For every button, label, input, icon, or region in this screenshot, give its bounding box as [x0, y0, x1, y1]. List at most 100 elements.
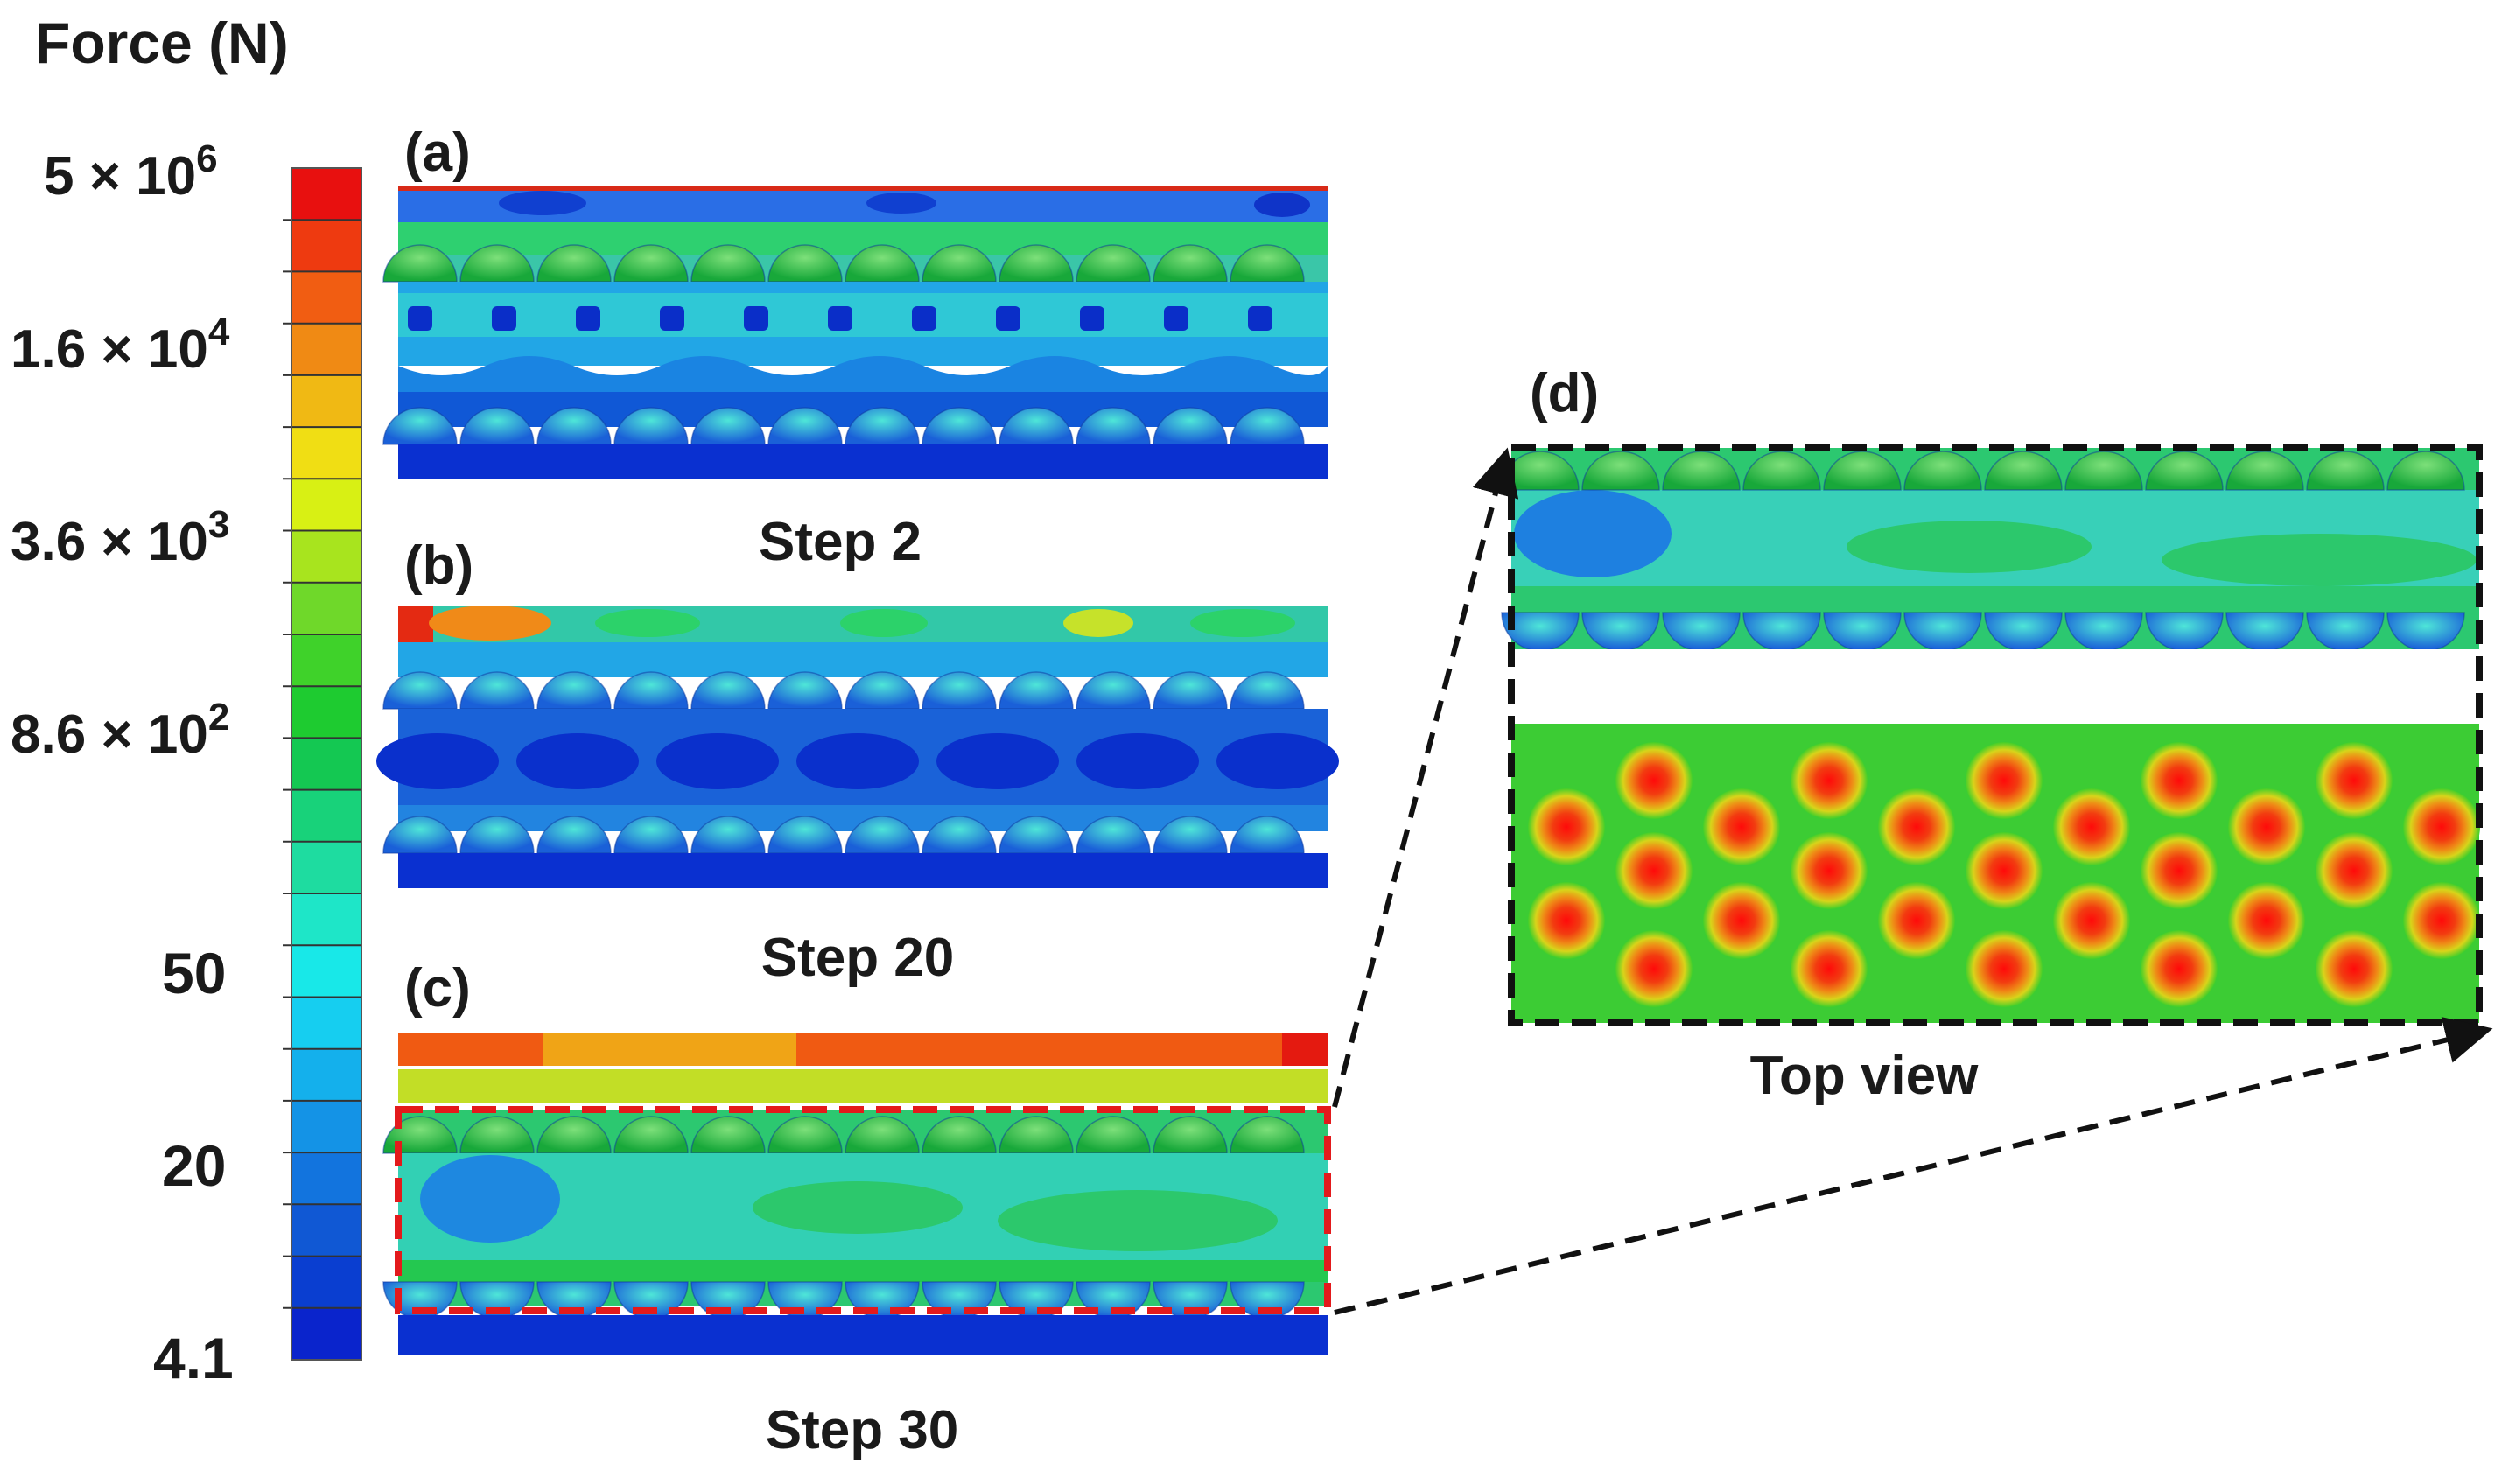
panel-a-image	[382, 186, 1328, 480]
contact-sphere	[536, 816, 612, 854]
colorbar-segment	[291, 634, 361, 687]
panel-d-tag: (d)	[1530, 363, 1599, 424]
stress-spot	[796, 733, 919, 789]
stress-spot	[1248, 306, 1272, 331]
colorbar-segment	[291, 374, 361, 428]
contact-sphere	[2225, 451, 2304, 491]
contact-sphere	[459, 244, 535, 283]
stress-spot	[744, 306, 768, 331]
contact-hotspot	[1966, 832, 2043, 909]
contact-sphere	[459, 816, 535, 854]
contact-hotspot	[1878, 882, 1955, 959]
contact-hotspot	[1791, 832, 1868, 909]
contact-hotspot	[2403, 882, 2480, 959]
contact-sphere	[613, 1116, 689, 1154]
colorbar-segment	[291, 1204, 361, 1256]
contact-sphere	[922, 671, 997, 710]
panel-c-tag: (c)	[404, 958, 471, 1018]
contact-hotspot	[1615, 930, 1693, 1007]
contact-sphere	[922, 244, 997, 283]
contact-sphere	[845, 407, 920, 445]
colorbar-segment	[291, 1100, 361, 1153]
contact-sphere	[1076, 671, 1151, 710]
contact-sphere	[1581, 451, 1660, 491]
colorbar-segment	[291, 841, 361, 894]
contact-sphere	[1153, 671, 1228, 710]
contact-sphere	[613, 816, 689, 854]
contact-sphere	[845, 1116, 920, 1154]
contact-sphere	[1230, 816, 1305, 854]
contact-sphere	[999, 1116, 1074, 1154]
contact-sphere	[2306, 451, 2385, 491]
contact-sphere	[690, 1116, 766, 1154]
colorbar-segment	[291, 1307, 361, 1361]
contact-hotspot	[2228, 788, 2305, 865]
contact-sphere	[1230, 671, 1305, 710]
contact-hotspot	[2141, 930, 2218, 1007]
stress-spot	[660, 306, 684, 331]
legend-title: Force (N)	[35, 10, 289, 75]
contact-sphere	[613, 407, 689, 445]
legend-tick-label: 3.6 × 103	[11, 503, 229, 572]
colorbar-segment	[291, 686, 361, 738]
panel-b-tag: (b)	[404, 536, 473, 596]
stress-spot	[656, 733, 779, 789]
contact-sphere	[613, 244, 689, 283]
contact-hotspot	[1791, 742, 1868, 819]
contact-sphere	[613, 671, 689, 710]
panel-a-caption: Step 2	[759, 512, 922, 572]
contact-sphere	[382, 816, 458, 854]
colorbar-segment	[291, 893, 361, 946]
panel-d-top-view	[1511, 724, 2480, 1023]
contact-sphere	[845, 671, 920, 710]
colorbar-segment	[291, 271, 361, 325]
contact-sphere	[1153, 407, 1228, 445]
stress-spot	[408, 306, 432, 331]
colorbar-segment	[291, 738, 361, 791]
contact-sphere	[1903, 451, 1982, 491]
contact-sphere	[767, 816, 843, 854]
contact-hotspot	[1528, 788, 1605, 865]
contact-sphere	[536, 1116, 612, 1154]
colorbar-segment	[291, 323, 361, 376]
contact-hotspot	[1966, 742, 2043, 819]
stress-spot	[516, 733, 639, 789]
contact-sphere	[922, 407, 997, 445]
stress-spot	[492, 306, 516, 331]
contact-hotspot	[1703, 882, 1780, 959]
colorbar-segment	[291, 168, 361, 220]
contact-sphere	[1153, 244, 1228, 283]
colorbar-segment	[291, 479, 361, 531]
contact-sphere	[845, 816, 920, 854]
contact-sphere	[690, 407, 766, 445]
colorbar	[283, 167, 362, 1361]
contact-hotspot	[1878, 788, 1955, 865]
panel-d-side-view	[1501, 448, 2479, 724]
colorbar-segment	[291, 582, 361, 635]
zoom-region-box	[395, 1106, 1331, 1314]
contact-hotspot	[1528, 882, 1605, 959]
contact-sphere	[999, 671, 1074, 710]
contact-sphere	[767, 244, 843, 283]
colorbar-segment	[291, 1048, 361, 1102]
contact-sphere	[690, 671, 766, 710]
stress-spot	[996, 306, 1020, 331]
colorbar-segment	[291, 530, 361, 584]
contact-sphere	[536, 244, 612, 283]
stress-spot	[1216, 733, 1339, 789]
contact-sphere	[1153, 1116, 1228, 1154]
contact-sphere	[845, 244, 920, 283]
legend-tick-labels: 5 × 106 1.6 × 104 3.6 × 103 8.6 × 102 50…	[11, 137, 234, 1390]
contact-sphere	[767, 407, 843, 445]
contact-sphere	[382, 407, 458, 445]
contact-sphere	[1076, 244, 1151, 283]
legend-tick-label: 20	[162, 1133, 226, 1198]
colorbar-segment	[291, 1256, 361, 1309]
colorbar-frame	[291, 167, 362, 1361]
contact-hotspot	[2141, 742, 2218, 819]
contact-sphere	[690, 816, 766, 854]
contact-sphere	[2145, 451, 2224, 491]
contact-hotspot	[2141, 832, 2218, 909]
panel-b-caption: Step 20	[761, 928, 955, 988]
